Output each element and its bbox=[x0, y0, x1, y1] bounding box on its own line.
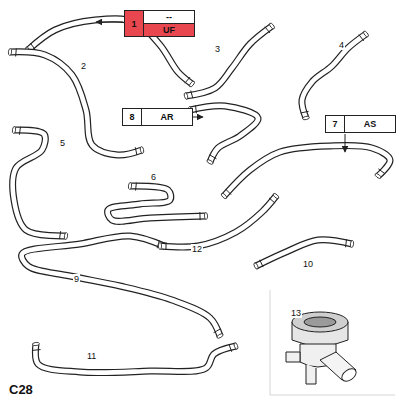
hose-part bbox=[8, 48, 144, 155]
callout-number: 11 bbox=[86, 351, 97, 361]
figure-code: C28 bbox=[8, 383, 34, 397]
hose-part bbox=[25, 19, 196, 88]
code-box: 7AS bbox=[325, 115, 396, 133]
callout-number: 9 bbox=[73, 274, 80, 284]
callout-number: 1 bbox=[125, 11, 144, 36]
hose-part bbox=[12, 126, 68, 239]
callout-number: 7 bbox=[326, 116, 345, 132]
callout-number: 6 bbox=[150, 172, 157, 182]
callout-number: 4 bbox=[338, 40, 345, 50]
hose-part bbox=[220, 145, 390, 199]
code-text: AR bbox=[142, 109, 192, 125]
code-text: -- bbox=[144, 11, 194, 23]
hose-part bbox=[22, 236, 224, 339]
callout-number: 8 bbox=[123, 109, 142, 125]
valve-part bbox=[286, 312, 358, 384]
code-box: 1--UF bbox=[124, 10, 195, 37]
leader-arrow bbox=[345, 134, 346, 152]
hose-part bbox=[158, 193, 279, 250]
hose-part bbox=[188, 105, 258, 165]
code-text: AS bbox=[345, 116, 395, 132]
callout-number: 2 bbox=[80, 61, 87, 71]
code-text: UF bbox=[144, 23, 194, 36]
callout-number: 5 bbox=[59, 138, 66, 148]
callout-number: 12 bbox=[191, 244, 203, 254]
code-box: 8AR bbox=[122, 108, 193, 126]
callout-number: 13 bbox=[290, 308, 302, 318]
callout-number: 3 bbox=[214, 44, 221, 54]
hose-part bbox=[184, 22, 276, 99]
callout-number: 10 bbox=[302, 259, 314, 269]
leader-arrow bbox=[96, 22, 123, 23]
hose-part bbox=[253, 239, 354, 269]
hose-part bbox=[301, 30, 370, 120]
hose-part bbox=[108, 182, 208, 221]
hose-part bbox=[32, 342, 238, 373]
